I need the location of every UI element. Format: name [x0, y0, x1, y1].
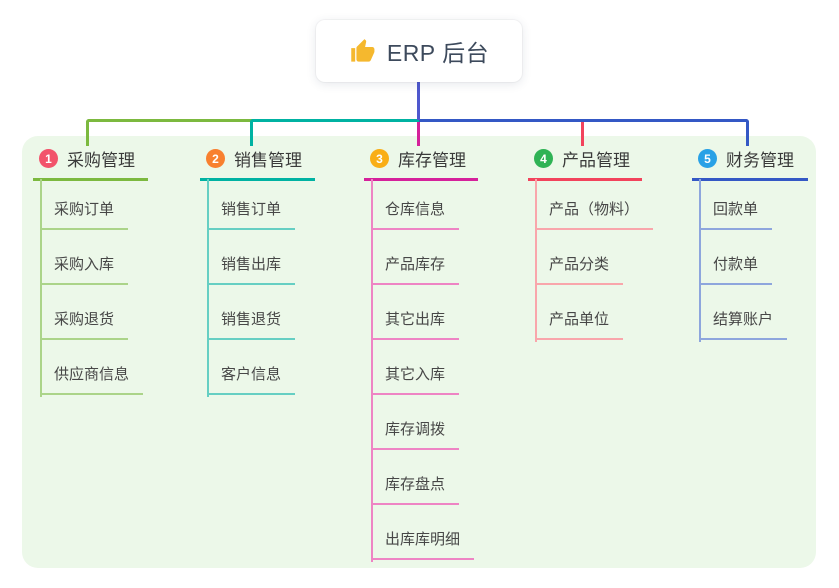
- child-node[interactable]: 其它出库: [371, 310, 460, 340]
- branch-node[interactable]: 3 库存管理: [364, 146, 478, 181]
- branch-badge: 4: [534, 149, 553, 168]
- child-node[interactable]: 产品（物料）: [535, 200, 654, 230]
- branch-spine: [699, 179, 701, 342]
- child-node[interactable]: 库存盘点: [371, 475, 460, 505]
- root-stem: [417, 82, 420, 120]
- branch-node[interactable]: 2 销售管理: [200, 146, 315, 181]
- branch-spine: [40, 179, 42, 397]
- child-node[interactable]: 客户信息: [207, 365, 296, 395]
- child-node[interactable]: 回款单: [699, 200, 773, 230]
- branch-sales: 2 销售管理 销售订单 销售出库 销售退货 客户信息: [200, 146, 315, 397]
- root-node[interactable]: ERP 后台: [316, 20, 522, 82]
- branch-label: 采购管理: [67, 151, 135, 170]
- root-title: ERP 后台: [386, 40, 490, 66]
- child-node[interactable]: 付款单: [699, 255, 773, 285]
- branch-inventory: 3 库存管理 仓库信息 产品库存 其它出库 其它入库 库存调拨 库存盘点 出库库…: [364, 146, 478, 562]
- child-node[interactable]: 产品库存: [371, 255, 460, 285]
- branch-purchase: 1 采购管理 采购订单 采购入库 采购退货 供应商信息: [33, 146, 148, 397]
- child-node[interactable]: 产品单位: [535, 310, 624, 340]
- child-node[interactable]: 产品分类: [535, 255, 624, 285]
- branch-badge: 1: [39, 149, 58, 168]
- connector-branch-2: [250, 119, 419, 146]
- child-node[interactable]: 采购订单: [40, 200, 129, 230]
- branch-spine: [207, 179, 209, 397]
- child-node[interactable]: 销售订单: [207, 200, 296, 230]
- branch-badge: 3: [370, 149, 389, 168]
- branch-badge: 2: [206, 149, 225, 168]
- connector-branch-5: [419, 119, 749, 146]
- child-node[interactable]: 采购退货: [40, 310, 129, 340]
- child-node[interactable]: 采购入库: [40, 255, 129, 285]
- group-panel: [22, 136, 816, 568]
- thumbs-up-icon: [351, 38, 375, 62]
- child-node[interactable]: 结算账户: [699, 310, 788, 340]
- child-node[interactable]: 其它入库: [371, 365, 460, 395]
- connector-branch-3: [417, 122, 420, 146]
- child-node[interactable]: 销售出库: [207, 255, 296, 285]
- branch-label: 产品管理: [562, 151, 630, 170]
- branch-label: 库存管理: [398, 151, 466, 170]
- branch-node[interactable]: 1 采购管理: [33, 146, 148, 181]
- child-node[interactable]: 仓库信息: [371, 200, 460, 230]
- branch-product: 4 产品管理 产品（物料） 产品分类 产品单位: [528, 146, 654, 342]
- branch-spine: [535, 179, 537, 342]
- branch-node[interactable]: 4 产品管理: [528, 146, 642, 181]
- child-node[interactable]: 出库库明细: [371, 530, 475, 560]
- branch-label: 财务管理: [726, 151, 794, 170]
- branch-node[interactable]: 5 财务管理: [692, 146, 808, 181]
- child-node[interactable]: 库存调拨: [371, 420, 460, 450]
- branch-finance: 5 财务管理 回款单 付款单 结算账户: [692, 146, 808, 342]
- branch-label: 销售管理: [234, 151, 302, 170]
- child-node[interactable]: 销售退货: [207, 310, 296, 340]
- branch-badge: 5: [698, 149, 717, 168]
- branch-spine: [371, 179, 373, 562]
- child-node[interactable]: 供应商信息: [40, 365, 144, 395]
